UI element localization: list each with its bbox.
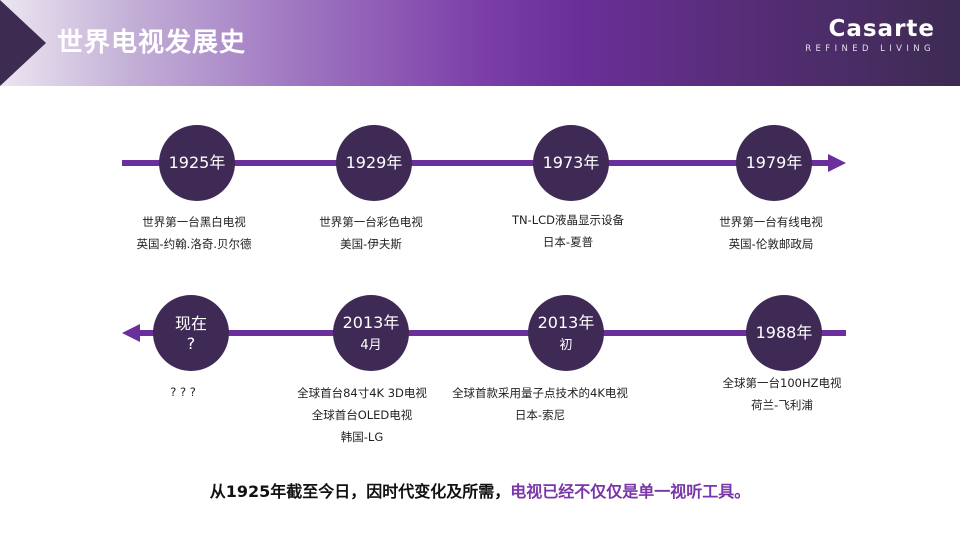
desc-line: 全球首台84寸4K 3D电视 [297,386,427,400]
timeline-node-1979: 1979年 [736,125,812,201]
timeline-node-1929: 1929年 [336,125,412,201]
brand-logo: Casarte REFINED LIVING [805,16,935,54]
node-description-now: ? ? ? [73,381,293,403]
desc-line: 世界第一台彩色电视 [319,215,423,229]
node-year: 1925年 [168,153,226,172]
node-sub: 4月 [360,338,382,353]
node-sub: 初 [559,338,573,353]
node-description-1979: 世界第一台有线电视 英国-伦敦邮政局 [661,211,881,255]
timeline-node-2013-early: 2013年 初 [528,295,604,371]
desc-line: TN-LCD液晶显示设备 [511,213,625,227]
node-description-2013-april: 全球首台84寸4K 3D电视 全球首台OLED电视 韩国-LG [252,382,472,448]
desc-line: 全球首台OLED电视 [311,408,413,422]
timeline-node-1988: 1988年 [746,295,822,371]
logo-name: Casarte [828,16,935,42]
desc-line: 全球首款采用量子点技术的4K电视 [452,386,628,400]
summary-text: 从1925年截至今日，因时代变化及所需， [209,482,511,501]
desc-line: 全球第一台100HZ电视 [722,376,842,390]
timeline-node-2013-april: 2013年 4月 [333,295,409,371]
timeline-node-1925: 1925年 [159,125,235,201]
node-description-1925: 世界第一台黑白电视 英国-约翰.洛奇.贝尔德 [84,211,304,255]
summary-statement: 从1925年截至今日，因时代变化及所需，电视已经不仅仅是单一视听工具。 [0,478,960,502]
arrow-right-icon [828,154,846,172]
desc-line: 世界第一台有线电视 [719,215,823,229]
node-year: 2013年 [342,313,400,332]
header-banner: 世界电视发展史 Casarte REFINED LIVING [0,0,960,86]
timeline-line-bottom [138,330,846,336]
timeline-node-1973: 1973年 [533,125,609,201]
node-description-1988: 全球第一台100HZ电视 荷兰-飞利浦 [672,372,892,416]
page-title: 世界电视发展史 [57,28,247,58]
desc-line: 日本-夏普 [542,235,594,249]
header-triangle-decoration [0,0,46,86]
node-year: 1979年 [745,153,803,172]
node-sub: ? [186,334,196,353]
timeline-line-top [122,160,830,166]
node-year: 现在 [174,314,207,333]
desc-line: 英国-伦敦邮政局 [728,237,814,251]
desc-line: 荷兰-飞利浦 [751,398,813,412]
desc-line: 美国-伊夫斯 [340,237,402,251]
node-year: 1973年 [542,153,600,172]
node-description-1929: 世界第一台彩色电视 美国-伊夫斯 [261,211,481,255]
node-year: 2013年 [537,313,595,332]
summary-highlight: 电视已经不仅仅是单一视听工具。 [510,482,751,501]
node-year: 1988年 [755,323,813,342]
desc-line: 世界第一台黑白电视 [142,215,246,229]
node-description-1973: TN-LCD液晶显示设备 日本-夏普 [458,209,678,253]
desc-line: 英国-约翰.洛奇.贝尔德 [136,237,252,251]
timeline-node-now: 现在 ? [153,295,229,371]
desc-line: 韩国-LG [340,430,384,444]
logo-tagline: REFINED LIVING [805,44,935,54]
node-description-2013-early: 全球首款采用量子点技术的4K电视 日本-索尼 [430,382,650,426]
arrow-left-icon [122,324,140,342]
desc-line: ? ? ? [170,385,196,399]
node-year: 1929年 [345,153,403,172]
desc-line: 日本-索尼 [514,408,566,422]
